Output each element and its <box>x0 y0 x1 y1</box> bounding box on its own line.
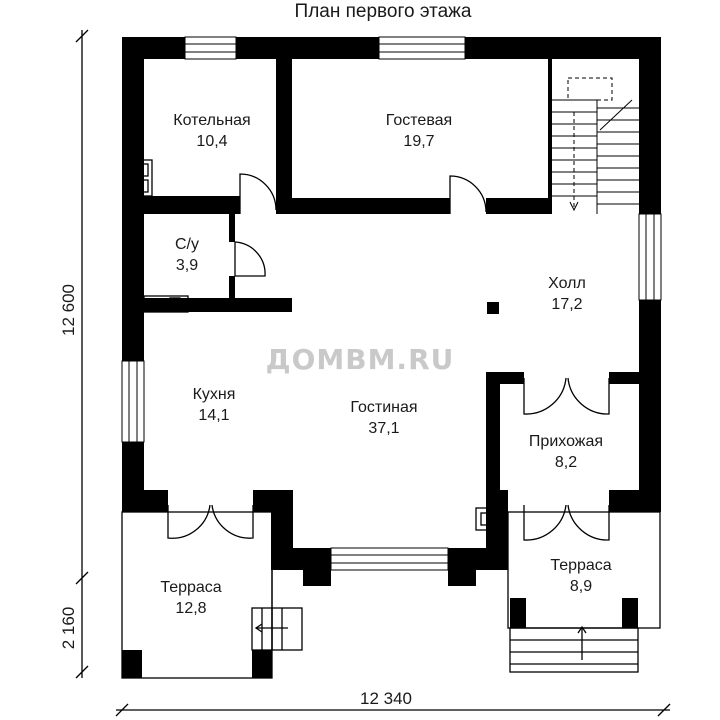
terrace-outlines <box>121 511 661 679</box>
exterior-walls <box>122 37 661 678</box>
dimension-height-main: 12 600 <box>59 284 78 336</box>
room-label-kitchen: Кухня 14,1 <box>193 386 236 424</box>
room-label-boiler: Котельная 10,4 <box>173 112 250 150</box>
room-area: 17,2 <box>551 296 582 313</box>
room-name: Терраса <box>160 579 221 596</box>
room-label-terrace-left: Терраса 12,8 <box>160 579 221 617</box>
room-name: Прихожая <box>529 433 603 450</box>
room-label-living: Гостиная 37,1 <box>350 399 417 437</box>
fixtures <box>129 159 501 531</box>
room-name: Кухня <box>193 386 236 403</box>
room-area: 10,4 <box>196 133 227 150</box>
interior-walls <box>122 57 661 512</box>
dimension-lines <box>75 29 671 717</box>
room-area: 12,8 <box>175 600 206 617</box>
room-label-bathroom: С/у 3,9 <box>175 236 199 274</box>
room-name: Холл <box>548 275 586 292</box>
room-label-guest: Гостевая 19,7 <box>386 112 452 150</box>
room-label-entry: Прихожая 8,2 <box>529 433 603 471</box>
room-area: 19,7 <box>403 133 434 150</box>
room-area: 3,9 <box>176 257 198 274</box>
windows <box>121 36 662 571</box>
dimension-height-terrace: 2 160 <box>59 607 78 650</box>
staircase <box>552 77 639 214</box>
room-name: Гостиная <box>350 399 417 416</box>
room-name: Котельная <box>173 112 250 129</box>
room-name: С/у <box>175 236 199 253</box>
room-area: 8,2 <box>555 454 577 471</box>
room-label-terrace-right: Терраса 8,9 <box>550 557 611 595</box>
room-area: 8,9 <box>570 578 592 595</box>
room-area: 37,1 <box>368 420 399 437</box>
room-name: Гостевая <box>386 112 452 129</box>
dimension-width: 12 340 <box>360 689 412 708</box>
room-name: Терраса <box>550 557 611 574</box>
watermark: ДОМВМ.RU <box>266 343 455 376</box>
room-label-hall: Холл 17,2 <box>548 275 586 313</box>
plan-title: План первого этажа <box>295 1 472 22</box>
room-area: 14,1 <box>198 407 229 424</box>
